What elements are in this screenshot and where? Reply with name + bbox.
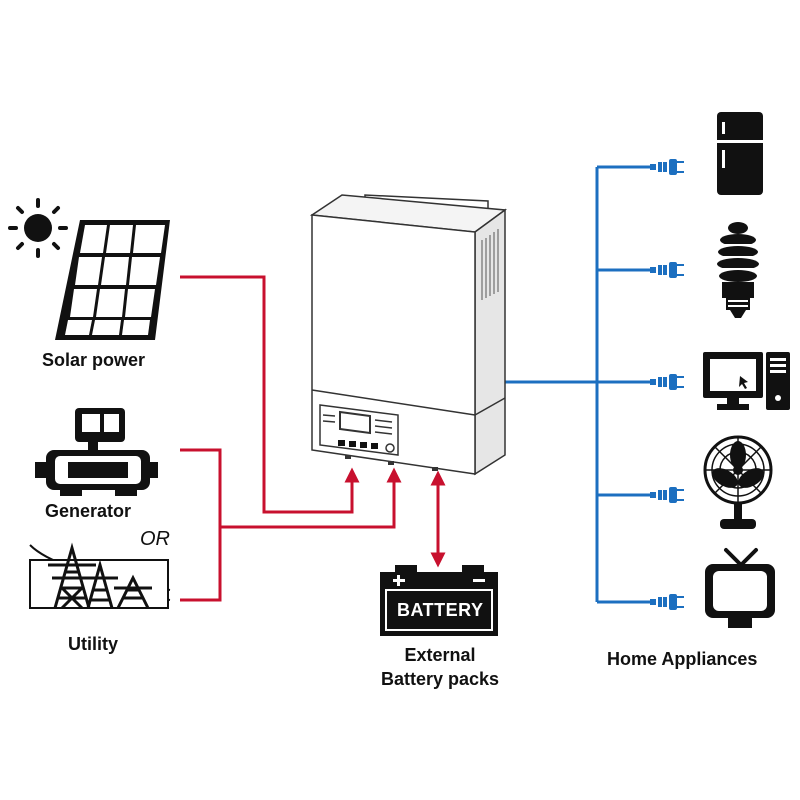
power-pylon-icon — [29, 542, 171, 610]
battery-icon — [380, 565, 498, 636]
appliance-output-wire — [505, 165, 650, 604]
solar-power-label: Solar power — [42, 350, 146, 370]
desktop-computer-icon — [703, 352, 790, 410]
generator-icon — [35, 408, 158, 496]
battery-label-line1: External — [404, 645, 476, 665]
sun-icon — [8, 198, 68, 258]
solar-wire — [180, 275, 360, 514]
inverter-unit — [309, 194, 508, 476]
refrigerator-icon — [717, 112, 763, 195]
or-label: OR — [140, 528, 170, 550]
electric-fan-icon — [703, 435, 773, 529]
plug-icon — [650, 159, 684, 610]
generator-utility-wire — [180, 448, 402, 602]
home-appliances-label: Home Appliances — [607, 649, 758, 669]
battery-label-line2: Battery packs — [380, 669, 500, 689]
television-icon — [705, 548, 775, 628]
cfl-bulb-icon — [717, 222, 759, 318]
generator-label: Generator — [45, 501, 132, 521]
utility-label: Utility — [68, 634, 119, 654]
solar-panel-icon — [55, 220, 170, 340]
battery-box-text: BATTERY — [397, 600, 484, 620]
